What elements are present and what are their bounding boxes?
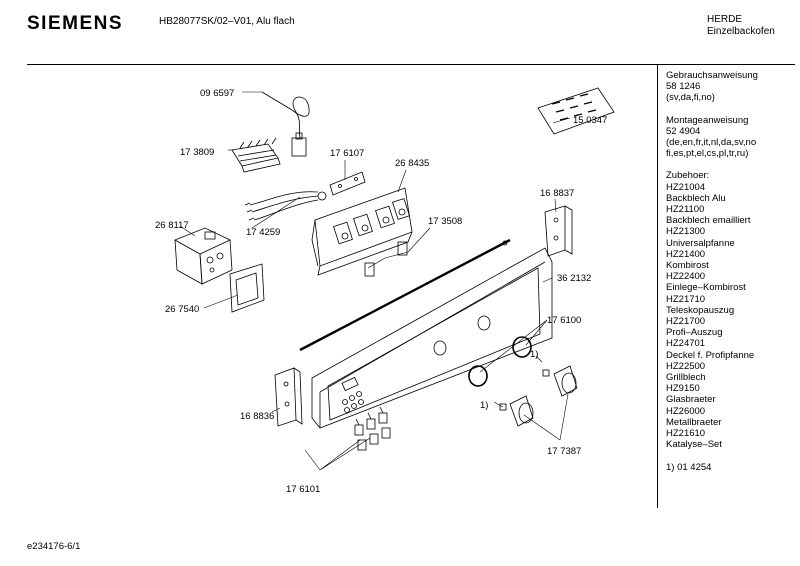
callout-15-0347: 15 0347 <box>573 115 607 126</box>
sidebar-line: (de,en,fr,it,nl,da,sv,no <box>666 137 757 149</box>
sidebar-line: HZ24701 <box>666 338 706 350</box>
callout-17-4259: 17 4259 <box>246 227 280 238</box>
callout-17-6100: 17 6100 <box>547 315 581 326</box>
sidebar-line: 1) 01 4254 <box>666 461 712 473</box>
model-number: HB28077SK/02–V01, Alu flach <box>159 16 295 27</box>
sidebar-line: Deckel f. Profipfanne <box>666 349 755 361</box>
sidebar-line: Metallbraeter <box>666 416 722 428</box>
temperature-sensor-part <box>261 91 310 157</box>
sidebar-line: HZ21700 <box>666 316 706 328</box>
sidebar-line: Einlege–Kombirost <box>666 282 746 294</box>
sidebar-line: Grillblech <box>666 372 706 384</box>
wiring-harness-part <box>244 191 327 221</box>
gasket-strip-part <box>299 238 511 352</box>
sidebar-line: HZ21610 <box>666 428 706 440</box>
switch-housing-part <box>311 187 413 276</box>
sidebar-line: Katalyse–Set <box>666 439 722 451</box>
sidebar-line: Zubehoer: <box>666 170 710 182</box>
callout-17-6107: 17 6107 <box>330 148 364 159</box>
sidebar-line: HZ21300 <box>666 226 706 238</box>
selector-switch-module-part <box>174 227 233 285</box>
push-button-set-part <box>354 406 391 451</box>
sidebar-line: HZ22400 <box>666 271 706 283</box>
gasket-end-clip <box>502 240 508 246</box>
brand-logo: SIEMENS <box>27 13 124 34</box>
category-line-1: HERDE <box>707 14 743 25</box>
sidebar-line: HZ26000 <box>666 405 706 417</box>
sidebar-line: Backblech Alu <box>666 192 726 204</box>
sidebar-line: (sv,da,fi,no) <box>666 92 715 104</box>
sidebar-line: 52 4904 <box>666 125 701 137</box>
sidebar-line: Backblech emailliert <box>666 215 751 227</box>
control-panel-fascia-part <box>311 247 553 429</box>
sidebar-line: 58 1246 <box>666 81 701 93</box>
clip-pair-part <box>364 241 408 277</box>
sidebar-spacer <box>666 451 758 462</box>
callout-17-7387: 17 7387 <box>547 446 581 457</box>
sidebar-spacer <box>666 159 758 170</box>
display-frame-part <box>229 263 265 313</box>
sidebar-line: fi,es,pt,el,cs,pl,tr,ru) <box>666 148 749 160</box>
callout-26-8117: 26 8117 <box>155 220 189 231</box>
footnote-marker-upper: 1) <box>530 349 538 360</box>
footnote-marker-lower: 1) <box>480 400 488 411</box>
control-knob-part <box>499 365 578 427</box>
exploded-parts-drawing: 09 6597 17 3809 17 6107 26 8435 15 0347 … <box>155 87 615 495</box>
callout-36-2132: 36 2132 <box>557 273 591 284</box>
sidebar-line: Gebrauchsanweisung <box>666 70 758 81</box>
sidebar-line: Glasbraeter <box>666 394 716 406</box>
sidebar-line: HZ21400 <box>666 248 706 260</box>
callout-17-3508: 17 3508 <box>428 216 462 227</box>
right-side-bracket-part <box>544 205 573 257</box>
leader-lines <box>179 91 571 471</box>
knob-ring-part <box>468 336 532 387</box>
sidebar-divider <box>657 64 658 508</box>
document-id: e234176-6/1 <box>27 541 81 552</box>
left-side-bracket-part <box>274 367 303 427</box>
sidebar-line: Profi–Auszug <box>666 327 723 339</box>
product-category: HERDE Einzelbackofen <box>707 14 775 38</box>
sidebar-spacer <box>666 104 758 115</box>
sidebar-line: HZ21100 <box>666 204 705 216</box>
sidebar-line: Teleskopauszug <box>666 304 735 316</box>
sidebar-line: HZ9150 <box>666 383 700 395</box>
sidebar-line: HZ21710 <box>666 293 706 305</box>
sidebar-line: HZ21004 <box>666 181 706 193</box>
category-line-2: Einzelbackofen <box>707 26 775 37</box>
callout-17-3809: 17 3809 <box>180 147 214 158</box>
cover-strip-part <box>329 171 366 196</box>
sidebar-line: Kombirost <box>666 260 709 272</box>
callout-26-8435: 26 8435 <box>395 158 429 169</box>
instruction-sheet-part <box>537 87 615 135</box>
callout-16-8837: 16 8837 <box>540 188 574 199</box>
sidebar-line: Montageanweisung <box>666 114 749 126</box>
header-divider <box>27 64 795 65</box>
sidebar-line: Universalpfanne <box>666 237 735 249</box>
callout-17-6101: 17 6101 <box>286 484 320 495</box>
sidebar-line: HZ22500 <box>666 360 706 372</box>
terminal-block-part <box>231 137 281 173</box>
callout-16-8836: 16 8836 <box>240 411 274 422</box>
callout-26-7540: 26 7540 <box>165 304 199 315</box>
callout-09-6597: 09 6597 <box>200 88 234 99</box>
